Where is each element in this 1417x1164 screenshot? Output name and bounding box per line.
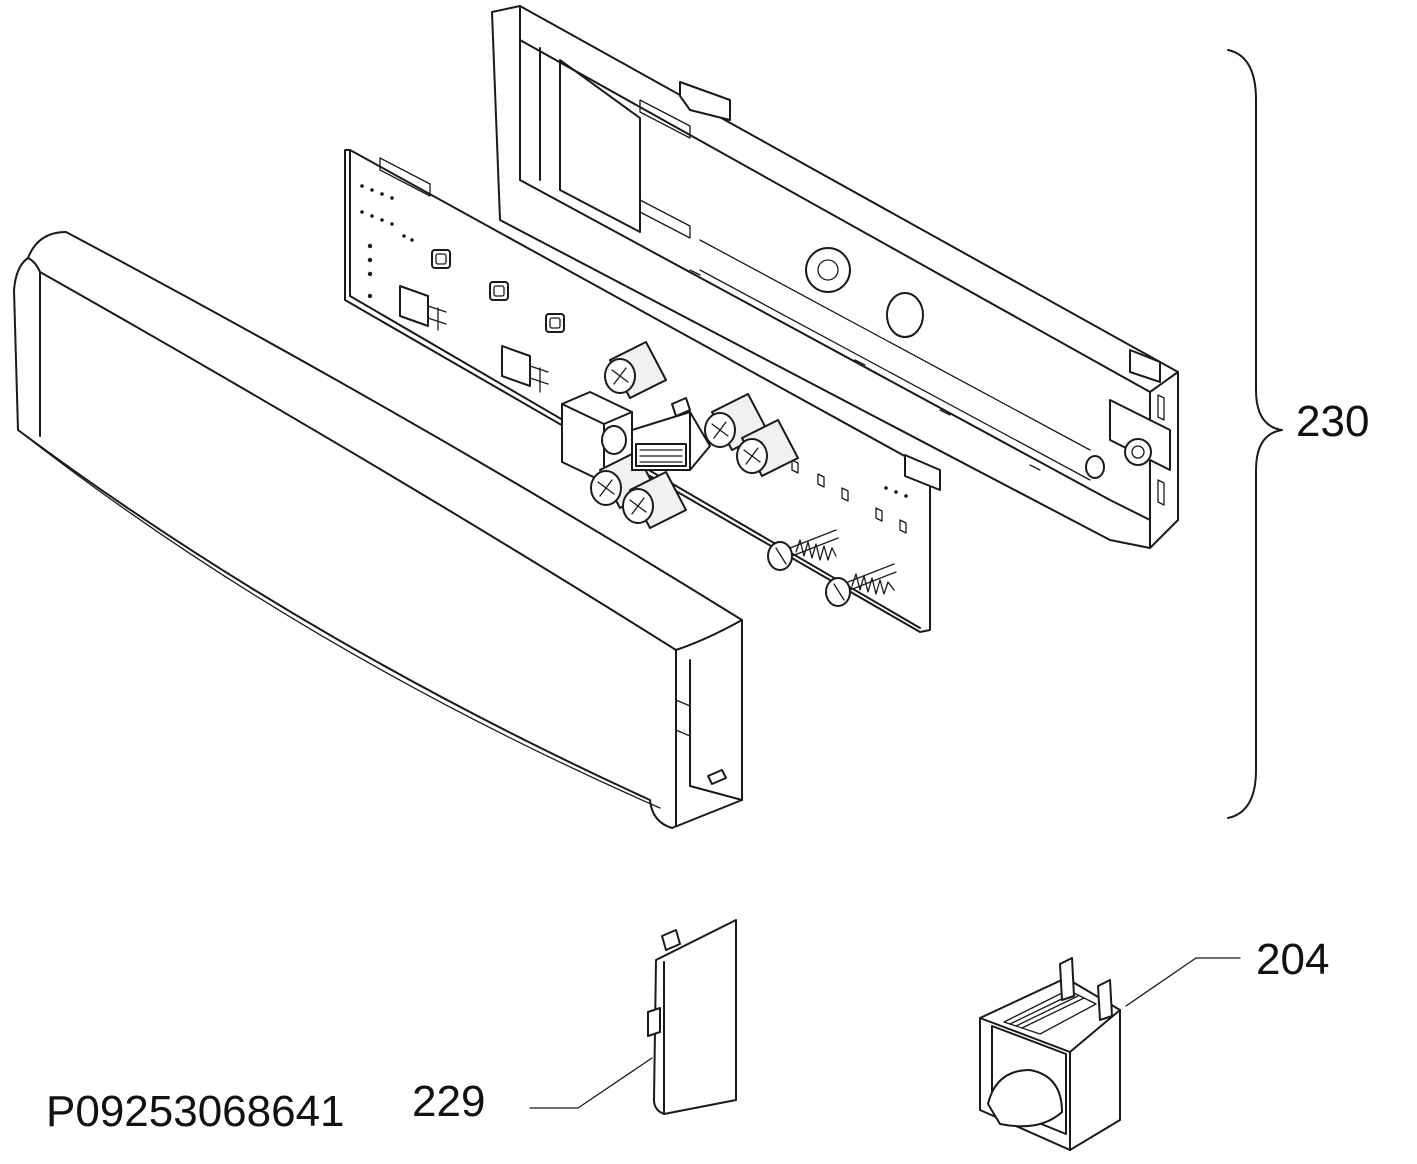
part-204-switch bbox=[979, 957, 1121, 1151]
front-cover bbox=[13, 231, 743, 829]
center-switch bbox=[631, 397, 711, 471]
screw-2 bbox=[825, 563, 897, 607]
brace-230 bbox=[1227, 49, 1283, 819]
capacitor-3 bbox=[736, 419, 799, 477]
board-pads bbox=[360, 184, 908, 498]
callout-204: 204 bbox=[1256, 935, 1329, 984]
leader-204 bbox=[1125, 957, 1241, 1007]
rear-frame bbox=[491, 5, 1179, 549]
document-code: P09253068641 bbox=[46, 1087, 345, 1136]
capacitor-1 bbox=[604, 341, 667, 399]
callout-230: 230 bbox=[1296, 397, 1369, 446]
capacitor-group bbox=[590, 341, 799, 529]
capacitor-5 bbox=[622, 471, 687, 529]
part-229-button bbox=[647, 919, 737, 1115]
capacitor-6 bbox=[601, 425, 627, 455]
screw-1 bbox=[767, 529, 839, 571]
leader-229 bbox=[529, 1057, 653, 1109]
callout-229: 229 bbox=[412, 1077, 485, 1126]
